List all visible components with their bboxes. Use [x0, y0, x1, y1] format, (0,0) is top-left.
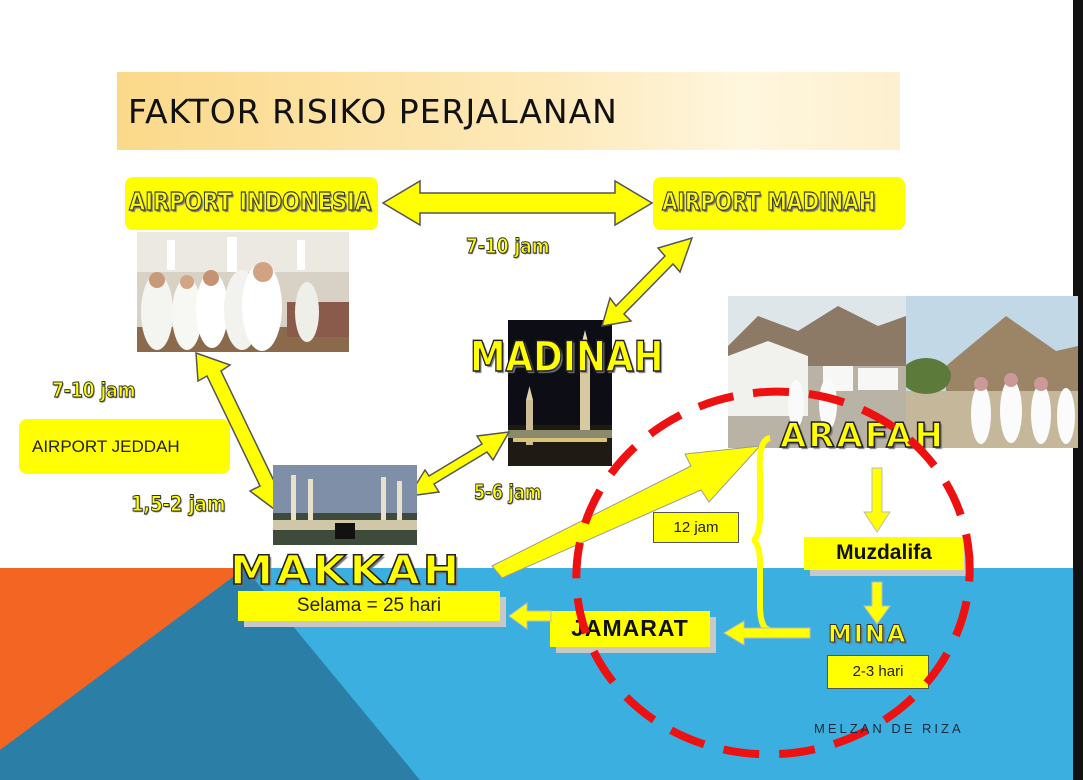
airport-jeddah-label: AIRPORT JEDDAH	[32, 437, 180, 456]
makkah-stay-label: Selama = 25 hari	[296, 595, 442, 616]
mina-label: MINA	[827, 620, 908, 649]
airport-madinah-box	[653, 177, 905, 230]
duration-jeddah-makkah: 1,5-2 jam	[131, 492, 226, 517]
madinah-mosque-photo	[508, 320, 612, 466]
muzdalifa-box	[804, 537, 964, 570]
airport-indonesia-box	[125, 177, 378, 230]
title-bar	[117, 72, 900, 150]
duration-indonesia-madinah: 7-10 jam	[466, 234, 550, 259]
right-edge-strip	[1073, 0, 1083, 780]
makkah-stay-box	[238, 591, 500, 621]
arrow-muzdalifa-mina	[863, 581, 891, 625]
jamarat-label: JAMARAT	[571, 615, 689, 641]
arrow-mina-jamarat	[723, 620, 811, 646]
makkah-label: MAKKAH	[229, 547, 463, 595]
arafah-tents-photo	[728, 296, 906, 448]
duration-indonesia-jeddah: 7-10 jam	[52, 378, 136, 403]
bracket-12-jam	[752, 435, 771, 633]
arrow-madinah-airport-madinah	[600, 236, 694, 327]
highlight-circle	[572, 387, 974, 759]
page-title: FAKTOR RISIKO PERJALANAN	[128, 92, 618, 131]
mina-stay-box: 2-3 hari	[827, 655, 929, 689]
airport-indonesia-photo	[137, 232, 349, 352]
makkah-mosque-photo	[273, 465, 417, 545]
airport-jeddah-box	[19, 419, 230, 474]
airport-indonesia-label: AIRPORT INDONESIA	[128, 186, 372, 216]
arafah-pilgrims-photo	[906, 296, 1078, 448]
duration-12-jam-box: 12 jam	[653, 512, 739, 543]
duration-madinah-makkah: 5-6 jam	[474, 480, 542, 505]
arrow-jamarat-makkah	[508, 602, 552, 630]
jamarat-box	[550, 611, 710, 647]
arrow-makkah-arafah	[491, 445, 762, 579]
airport-madinah-label: AIRPORT MADINAH	[662, 186, 876, 216]
arrow-indonesia-madinah	[381, 179, 654, 227]
muzdalifa-label: Muzdalifa	[836, 541, 932, 564]
arrow-arafah-muzdalifa	[863, 467, 891, 533]
madinah-label: MADINAH	[469, 331, 664, 382]
credit-text: MELZAN DE RIZA	[814, 721, 964, 736]
